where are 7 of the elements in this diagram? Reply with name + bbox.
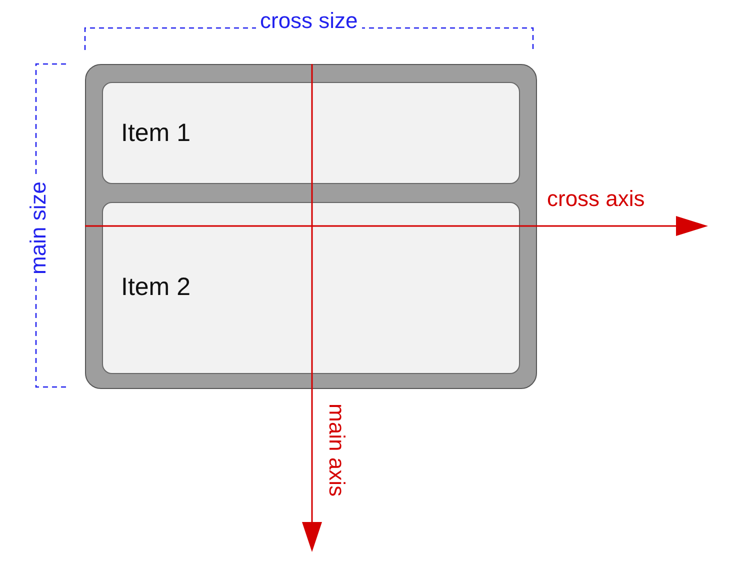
axis-label: cross axis <box>547 186 645 212</box>
axis-label: main axis <box>323 404 350 496</box>
item-box <box>102 82 520 184</box>
item-label: Item 1 <box>121 119 190 148</box>
item-label: Item 2 <box>121 273 190 302</box>
item-box <box>102 202 520 374</box>
container-box <box>85 64 537 389</box>
